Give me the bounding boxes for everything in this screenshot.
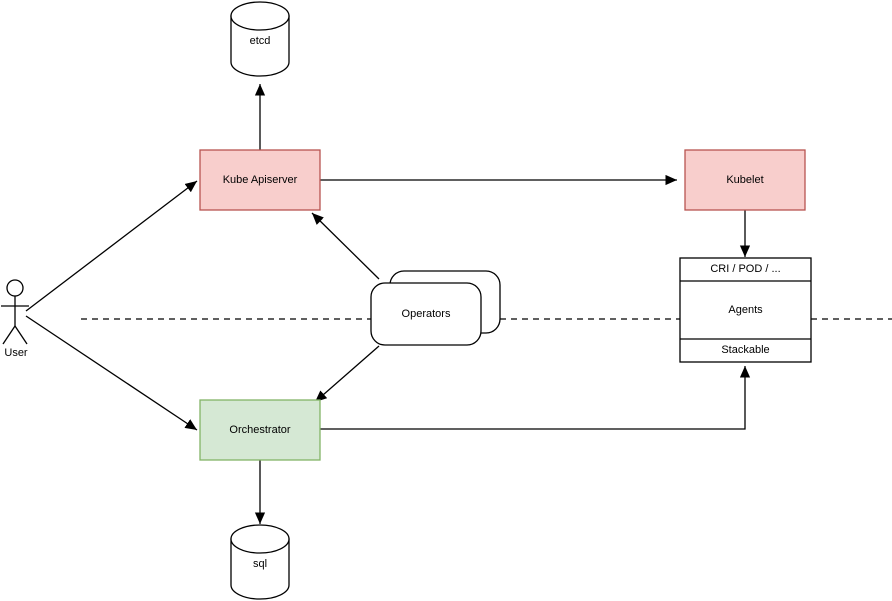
- node-operators[interactable]: [370, 270, 501, 346]
- node-agents-stack[interactable]: [679, 257, 812, 363]
- edge-operators-to-orchestrator: [314, 345, 380, 403]
- edge-orchestrator-to-stackable: [320, 366, 751, 430]
- node-user-actor[interactable]: [1, 279, 29, 345]
- edge-user-to-orchestrator: [25, 315, 198, 431]
- edge-user-to-kube-apiserver: [25, 180, 198, 312]
- node-orchestrator[interactable]: [199, 399, 321, 461]
- node-kube-apiserver[interactable]: [199, 149, 321, 211]
- node-sql[interactable]: [230, 524, 290, 600]
- node-kubelet[interactable]: [684, 149, 806, 211]
- node-etcd[interactable]: [230, 1, 290, 77]
- edge-operators-to-kube-apiserver: [311, 212, 380, 280]
